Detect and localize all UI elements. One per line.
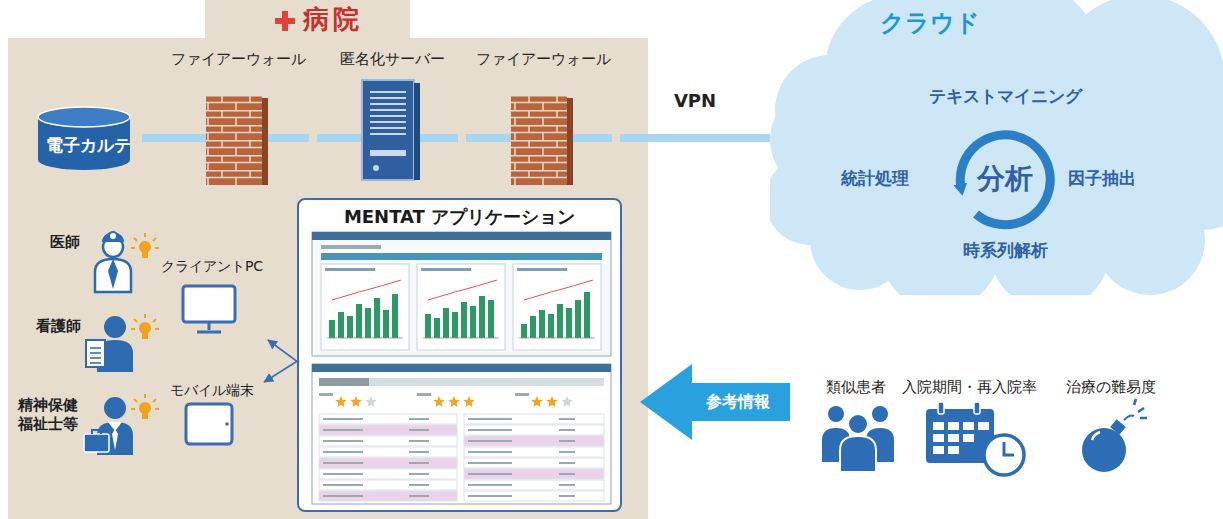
- node-label: ファイアーウォール: [466, 50, 620, 69]
- node-label: 匿名化サーバー: [318, 50, 466, 69]
- analysis-item: 時系列解析: [895, 240, 1115, 261]
- arrow-label: 参考情報: [690, 392, 786, 412]
- patients-icon: [822, 406, 894, 472]
- analysis-item: 因子抽出: [992, 168, 1212, 189]
- network-line: [620, 134, 770, 142]
- node-label: ファイアーウォール: [159, 50, 317, 69]
- info-label: 入院期間・再入院率: [902, 378, 1037, 397]
- region-title: 病院: [303, 0, 410, 36]
- mobile-device: モバイル端末: [156, 382, 268, 448]
- node-label: 電子カルテ: [34, 105, 142, 156]
- firewall: ファイアーウォール: [466, 50, 620, 190]
- role-label: 医師: [50, 233, 80, 252]
- device-label: モバイル端末: [156, 382, 268, 400]
- fw-art: [466, 50, 612, 190]
- doctor-icon: [95, 232, 131, 292]
- idea-bulbs: [131, 233, 159, 419]
- analysis-item: テキストマイニング: [895, 86, 1115, 107]
- fw-art: [159, 50, 309, 190]
- bomb-icon: [1082, 399, 1147, 472]
- arrow-connector: [264, 361, 297, 382]
- hospital-tab: 病院: [205, 0, 410, 40]
- network-line: [317, 134, 318, 142]
- info-label: 治療の難易度: [1066, 378, 1156, 397]
- info-label: 類似患者: [826, 378, 886, 397]
- social-worker-icon: [84, 397, 133, 455]
- cloud: クラウドテキストマイニング統計処理分析因子抽出時系列解析: [770, 0, 1223, 295]
- role-label: 精神保健 福祉士等: [18, 396, 86, 434]
- srv-art: [318, 50, 458, 185]
- cloud-title: クラウド: [820, 8, 1040, 38]
- calendar-clock-icon: [926, 402, 1024, 475]
- nurse-icon: [86, 316, 133, 372]
- analysis-item: 統計処理: [765, 168, 985, 189]
- network-line: [142, 134, 159, 142]
- role-label: 看護師: [36, 317, 81, 336]
- firewall: ファイアーウォール: [159, 50, 317, 190]
- database-cylinder: 電子カルテ: [34, 105, 142, 172]
- arrow-connector: [268, 340, 297, 361]
- client-pc: クライアントPC: [156, 258, 268, 340]
- reference-arrow: [640, 364, 790, 440]
- device-label: クライアントPC: [156, 258, 268, 276]
- app-title: MENTAT アプリケーション: [299, 200, 620, 229]
- anonymization-server: 匿名化サーバー: [318, 50, 466, 185]
- app-art: [299, 200, 624, 514]
- edge-label: VPN: [645, 90, 745, 113]
- application-box: MENTAT アプリケーション: [297, 198, 622, 512]
